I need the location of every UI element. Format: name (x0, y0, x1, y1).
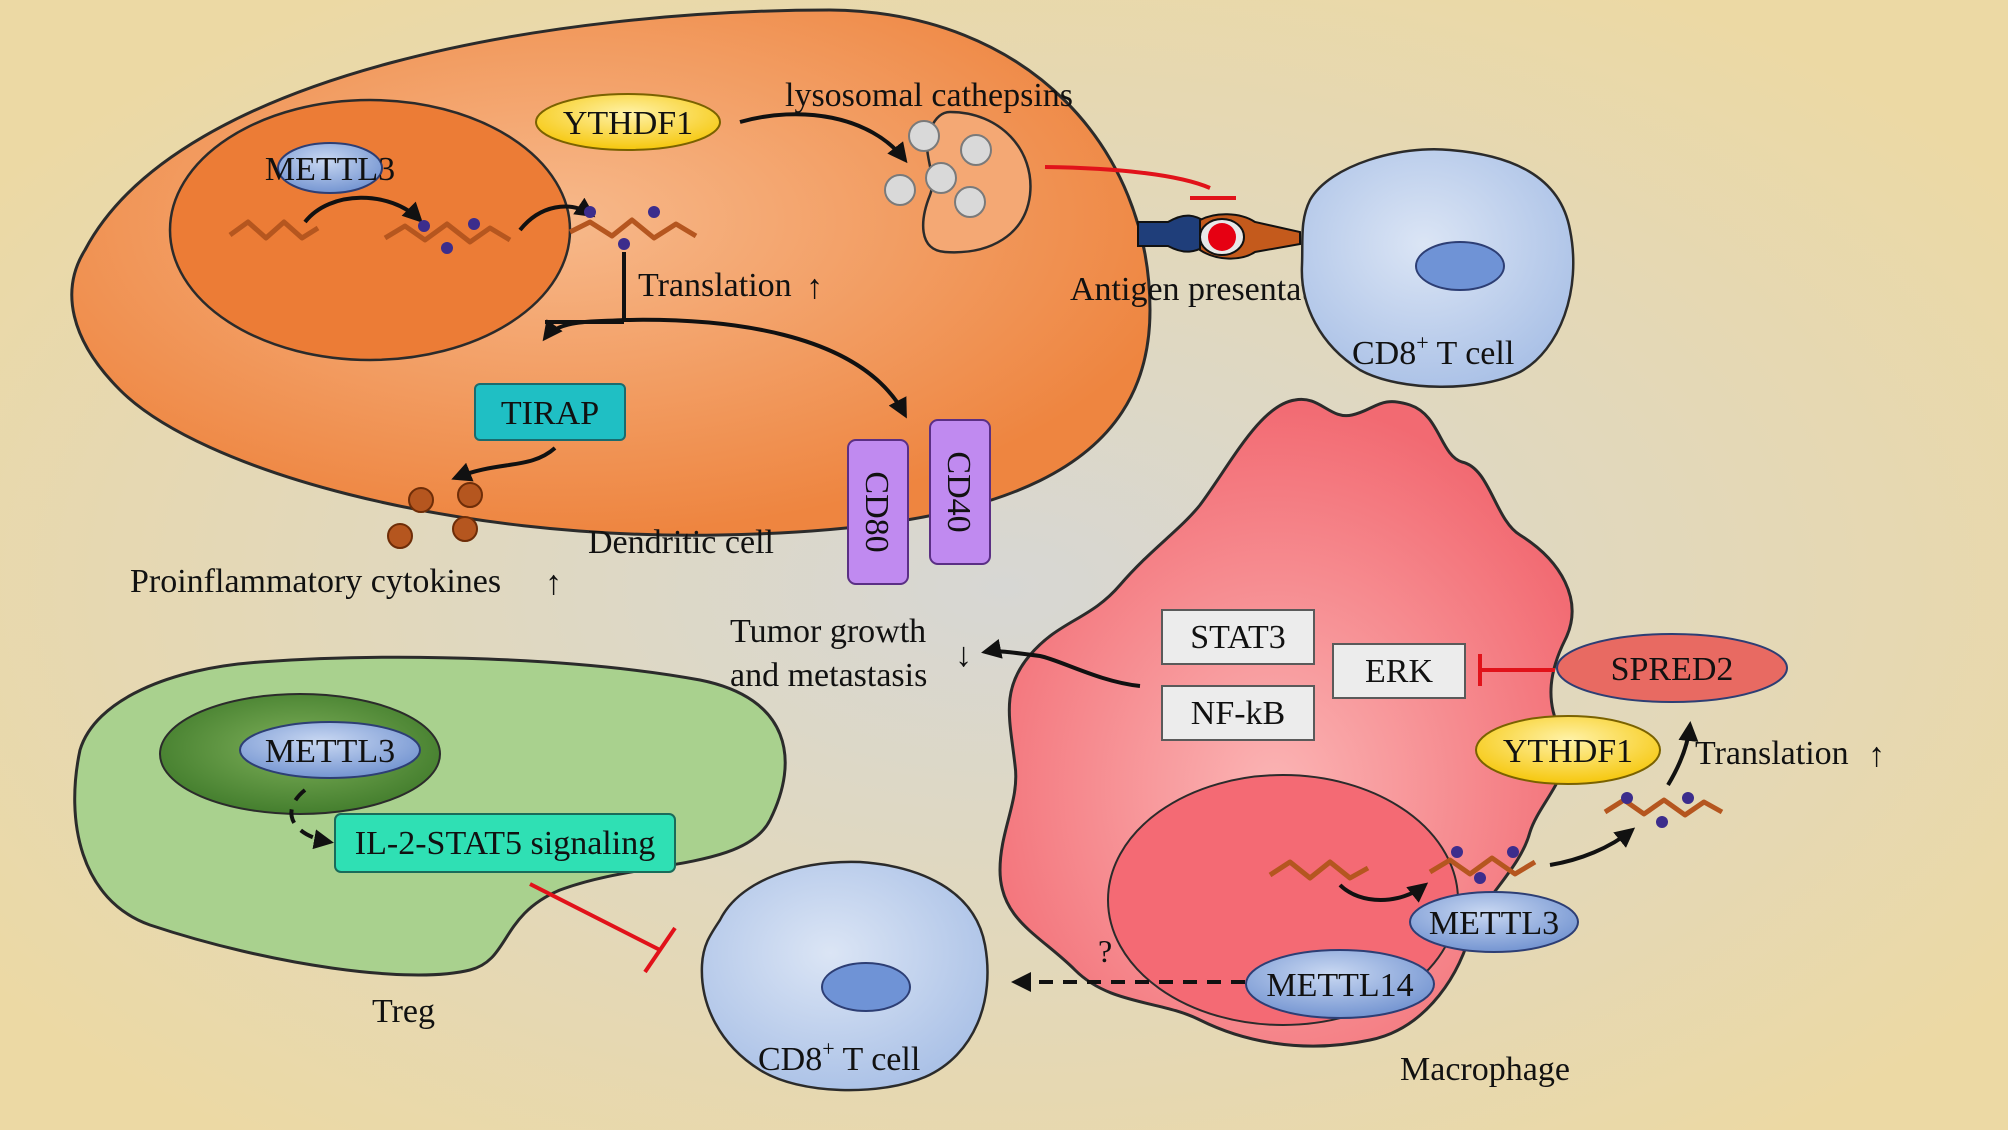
mhc-tcr-complex (1137, 213, 1301, 260)
cd40-marker: CD40 (929, 419, 991, 565)
tirap-box: TIRAP (474, 383, 626, 441)
treg-mettl3-label: METTL3 (265, 733, 395, 770)
cathepsin-vesicle (925, 162, 957, 194)
tumor-growth-down-arrow: ↓ (955, 637, 972, 674)
translation-to-cd40-arrow (623, 317, 907, 419)
macrophage-translation-arrow (1666, 721, 1699, 787)
m6a-mark (418, 220, 430, 232)
cytokine-particle (457, 482, 483, 508)
lysosome-inhibits-antigen-line (1044, 165, 1211, 190)
macrophage-mettl3: METTL3 (1409, 891, 1579, 953)
cd40-label: CD40 (940, 451, 977, 532)
ythdf1-to-lysosome-arrow (739, 112, 908, 164)
dc-ythdf1: YTHDF1 (535, 93, 721, 151)
cytokine-particle (452, 516, 478, 542)
dc-mrna-cytoplasm (568, 217, 698, 241)
cathepsin-vesicle (960, 134, 992, 166)
spred2: SPRED2 (1556, 633, 1788, 703)
cd8-t-cell-top-label: CD8+ T cell (1352, 330, 1514, 372)
m6a-mark (468, 218, 480, 230)
m6a-mark (584, 206, 596, 218)
macrophage-mrna-unmodified (1268, 859, 1370, 881)
signaling-to-tumor-arrow (981, 639, 1141, 688)
m6a-mark (1682, 792, 1694, 804)
cd80-marker: CD80 (847, 439, 909, 585)
dc-translation-label: Translation (638, 267, 792, 304)
inhibition-bar (643, 926, 677, 974)
tumor-growth-label-line1: Tumor growth (730, 613, 926, 650)
dc-mettl3-label: METTL3 (265, 151, 395, 188)
lysosomal-cathepsins-label: lysosomal cathepsins (785, 77, 1073, 114)
nfkb-box: NF-kB (1161, 685, 1315, 741)
dc-mrna-unmodified (228, 219, 320, 241)
erk-box: ERK (1332, 643, 1466, 699)
cd8-t-cell-top: CD8+ T cell (1300, 148, 1575, 388)
unknown-mechanism-question: ? (1098, 933, 1112, 969)
stat3-box: STAT3 (1161, 609, 1315, 665)
treg-label: Treg (372, 993, 435, 1030)
macrophage-mettl14-label: METTL14 (1266, 967, 1413, 1004)
cd8-t-cell-bottom: CD8+ T cell (700, 860, 989, 1092)
cathepsin-vesicle (884, 174, 916, 206)
antigen-peptide-icon (1208, 223, 1236, 251)
macrophage-label: Macrophage (1400, 1051, 1570, 1088)
stat3-label: STAT3 (1190, 619, 1286, 656)
macrophage-translation-label: Translation (1695, 735, 1849, 772)
m6a-mark (1474, 872, 1486, 884)
cytokine-particle (408, 487, 434, 513)
cathepsin-vesicle (954, 186, 986, 218)
cytokines-up-arrow: ↑ (545, 565, 562, 602)
m6a-mark (1656, 816, 1668, 828)
macrophage-translation-up-arrow: ↑ (1868, 737, 1885, 774)
tirap-to-cytokines-arrow (451, 446, 557, 482)
dendritic-cell-nucleus (168, 98, 572, 362)
m6a-mark (1507, 846, 1519, 858)
il2-stat5-box: IL-2-STAT5 signaling (334, 813, 676, 873)
dendritic-cell-label: Dendritic cell (588, 524, 774, 561)
dc-mettl3: METTL3 (265, 142, 395, 194)
macrophage-export-arrow (1549, 827, 1636, 867)
treg-mettl3: METTL3 (239, 721, 421, 779)
cd80-label: CD80 (858, 471, 895, 552)
dc-ythdf1-label: YTHDF1 (563, 105, 693, 142)
cd8-t-cell-top-nucleus (1415, 241, 1505, 291)
m6a-mark (648, 206, 660, 218)
tirap-label: TIRAP (501, 395, 599, 432)
nfkb-label: NF-kB (1191, 695, 1285, 732)
dc-mrna-methylated (383, 221, 512, 245)
spred2-label: SPRED2 (1611, 651, 1734, 688)
dendritic-cell (70, 8, 1152, 537)
proinflammatory-cytokines-label: Proinflammatory cytokines (130, 563, 501, 600)
il2-inhibits-tcell-line (529, 882, 661, 952)
cytokine-particle (387, 523, 413, 549)
tumor-growth-label-line2: and metastasis (730, 657, 927, 694)
cd8-t-cell-bottom-label: CD8+ T cell (758, 1036, 920, 1078)
il2-stat5-label: IL-2-STAT5 signaling (355, 825, 655, 862)
macrophage-mettl14: METTL14 (1245, 949, 1435, 1019)
erk-label: ERK (1365, 653, 1433, 690)
cathepsin-vesicle (908, 120, 940, 152)
dc-translation-up-arrow: ↑ (806, 269, 823, 306)
macrophage-mrna-methylated (1428, 855, 1537, 877)
mettl3-to-il2-dashed-arrow (289, 788, 334, 850)
m6a-mark (1621, 792, 1633, 804)
macrophage-ythdf1-label: YTHDF1 (1503, 733, 1633, 770)
dc-methylation-arrow (303, 195, 423, 224)
m6a-mark (441, 242, 453, 254)
m6a-mark (618, 238, 630, 250)
macrophage-ythdf1: YTHDF1 (1475, 715, 1661, 785)
macrophage-methylation-arrow (1338, 882, 1429, 903)
lysosome (884, 110, 1032, 254)
cd8-t-cell-bottom-nucleus (821, 962, 911, 1012)
m6a-mark (1451, 846, 1463, 858)
macrophage-mettl3-label: METTL3 (1429, 905, 1559, 942)
